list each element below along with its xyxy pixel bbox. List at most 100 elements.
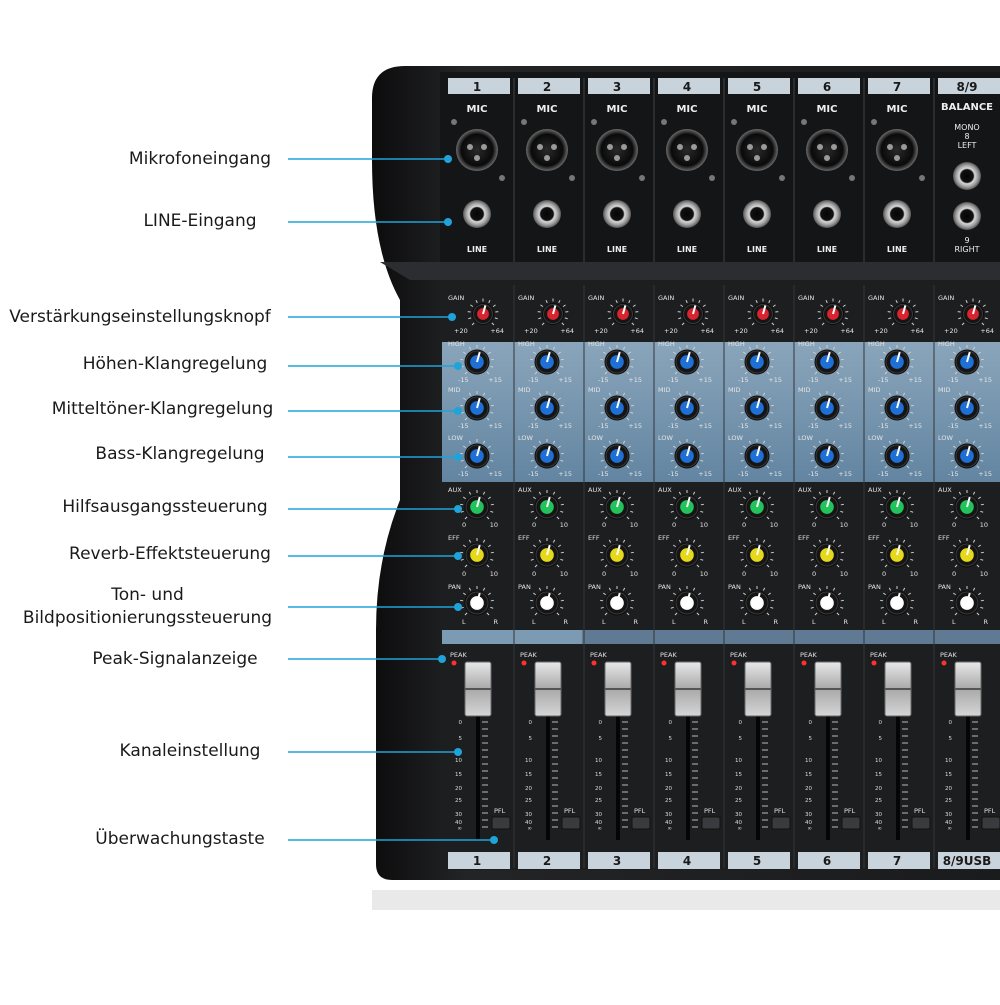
callout-dot [444,155,452,163]
mid-scale-max: +15 [838,422,852,430]
callout-label: Peak-Signalanzeige [60,648,290,671]
gain-scale-min: +20 [734,327,748,335]
pfl-button[interactable] [912,817,930,829]
low-scale-max: +15 [908,470,922,478]
line-input-jack[interactable] [603,200,631,228]
fader-scale-label: 15 [875,772,882,778]
pan-scale-min: L [812,618,816,626]
mic-label: MIC [466,104,487,115]
fader-scale-label: 15 [945,772,952,778]
channel-fader[interactable] [675,662,701,716]
low-scale-min: -15 [948,470,959,478]
pan-scale-max: R [913,618,918,626]
xlr-input[interactable] [736,129,778,171]
high-scale-min: -15 [808,376,819,384]
high-scale-max: +15 [628,376,642,384]
top-panel [440,72,1000,262]
fader-scale-label: 0 [529,720,533,726]
line-input-jack[interactable] [463,200,491,228]
meter-strip-right [582,630,1000,644]
gain-scale-min: +20 [804,327,818,335]
fader-scale-label: 25 [665,798,672,804]
high-scale-min: -15 [948,376,959,384]
pan-label: PAN [588,583,601,591]
eff-scale-max: 10 [700,570,708,578]
low-scale-max: +15 [628,470,642,478]
low-label: LOW [518,434,534,442]
pfl-button[interactable] [632,817,650,829]
xlr-input[interactable] [806,129,848,171]
channel-number-bottom: 6 [823,854,831,868]
pfl-button[interactable] [492,817,510,829]
fader-scale-label: 5 [529,736,533,742]
aux-label: AUX [728,486,742,494]
xlr-input[interactable] [666,129,708,171]
channel-number-bottom: 2 [543,854,551,868]
pfl-label: PFL [564,807,576,815]
fader-scale-label: 10 [665,758,672,764]
channel-fader[interactable] [955,662,981,716]
channel-fader[interactable] [535,662,561,716]
line-input-jack[interactable] [743,200,771,228]
low-label: LOW [938,434,954,442]
channel-fader[interactable] [815,662,841,716]
high-scale-max: +15 [698,376,712,384]
channel-number-top: 7 [893,80,901,94]
channel-number-top: 6 [823,80,831,94]
fader-scale-label: 5 [949,736,953,742]
low-scale-min: -15 [458,470,469,478]
line-input-jack[interactable] [813,200,841,228]
channel-fader[interactable] [605,662,631,716]
eff-scale-min: 0 [882,570,886,578]
mic-label: MIC [536,104,557,115]
mid-label: MID [588,386,601,394]
channel-fader[interactable] [745,662,771,716]
pan-label: PAN [518,583,531,591]
channel-fader[interactable] [885,662,911,716]
pan-scale-min: L [952,618,956,626]
mid-scale-max: +15 [978,422,992,430]
callout-dot [454,552,462,560]
xlr-input[interactable] [456,129,498,171]
pfl-button[interactable] [702,817,720,829]
high-label: HIGH [728,340,745,348]
line-input-jack[interactable] [533,200,561,228]
mic-label: MIC [746,104,767,115]
fader-scale-label: 15 [665,772,672,778]
eff-scale-max: 10 [980,570,988,578]
fader-scale-label: 5 [739,736,743,742]
eff-scale-max: 10 [840,570,848,578]
fader-scale-label: 5 [459,736,463,742]
line-label: LINE [607,245,627,254]
callout-dot [490,836,498,844]
pfl-button[interactable] [842,817,860,829]
callout-label: Höhen-Klangregelung [60,353,290,376]
fader-scale-label: 20 [595,786,602,792]
pfl-button[interactable] [562,817,580,829]
peak-label: PEAK [590,651,607,659]
pfl-button[interactable] [982,817,1000,829]
channel-fader[interactable] [465,662,491,716]
pan-label: PAN [938,583,951,591]
pfl-button[interactable] [772,817,790,829]
gain-scale-min: +20 [454,327,468,335]
xlr-input[interactable] [876,129,918,171]
fader-scale-label: 15 [455,772,462,778]
callout-dot [454,362,462,370]
gain-label: GAIN [728,294,744,302]
left-jack[interactable] [953,162,981,190]
aux-scale-max: 10 [980,521,988,529]
aux-label: AUX [518,486,532,494]
peak-label: PEAK [800,651,817,659]
aux-scale-min: 0 [602,521,606,529]
eff-label: EFF [868,534,880,542]
line-input-jack[interactable] [883,200,911,228]
xlr-input[interactable] [526,129,568,171]
xlr-input[interactable] [596,129,638,171]
line-input-jack[interactable] [673,200,701,228]
callout-label: LINE-Eingang [100,210,300,233]
mic-label: MIC [676,104,697,115]
low-label: LOW [658,434,674,442]
right-jack[interactable] [953,202,981,230]
